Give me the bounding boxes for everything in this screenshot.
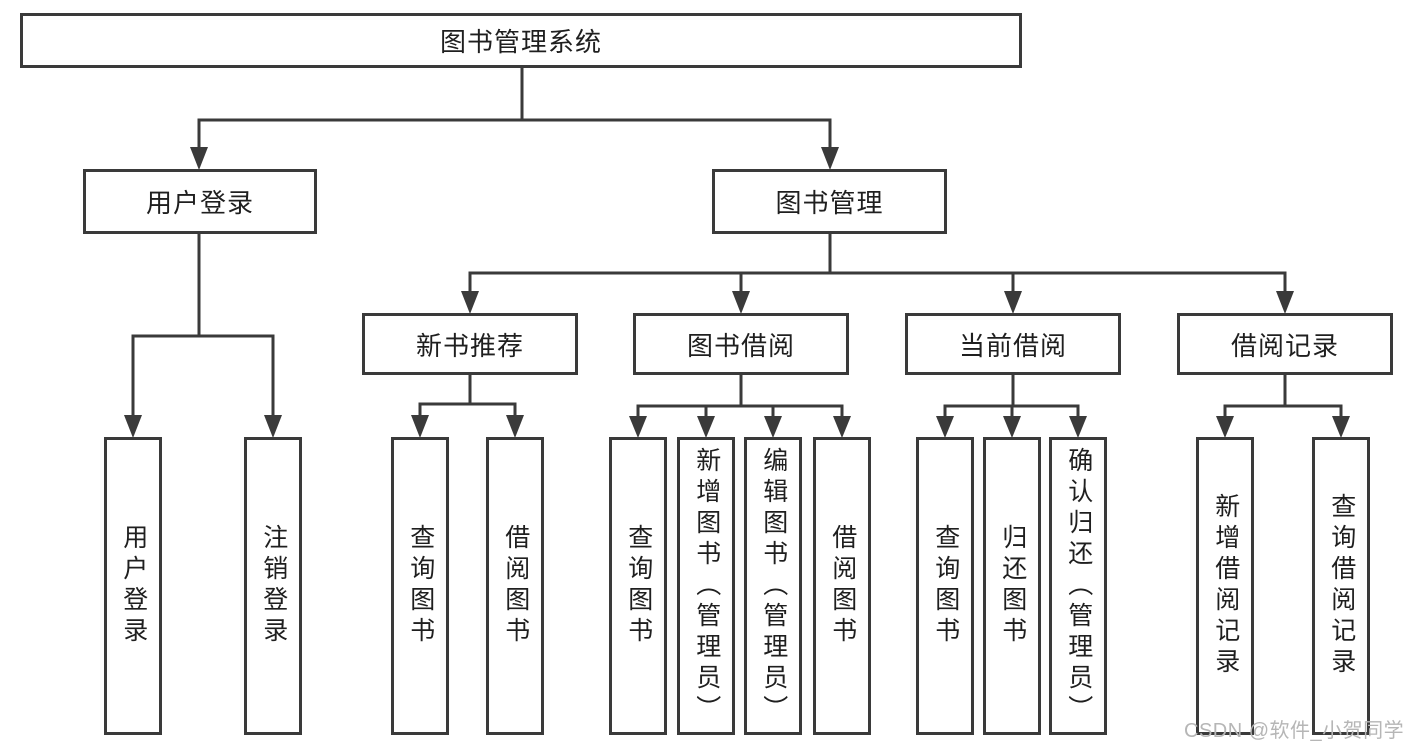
node-label: 用户登录 <box>145 188 254 218</box>
node-book-borrow: 图书借阅 <box>633 313 849 375</box>
watermark: CSDN @软件_小贺同学 <box>1184 720 1405 742</box>
node-user-login: 用户登录 <box>83 169 317 234</box>
leaf-records-query-record: 查询借阅记录 <box>1312 437 1370 735</box>
node-label: 图书管理系统 <box>439 27 602 57</box>
leaf-records-add-record: 新增借阅记录 <box>1196 437 1254 735</box>
node-new-book-recommend: 新书推荐 <box>362 313 578 375</box>
node-label: 新增借阅记录 <box>1211 493 1240 679</box>
connector-records-children <box>1216 372 1350 438</box>
node-label: 图书借阅 <box>686 330 795 361</box>
node-label: 查询图书 <box>406 524 435 648</box>
leaf-borrow-edit-books: 编辑图书（管理员） <box>744 437 802 735</box>
node-label: 当前借阅 <box>958 330 1067 361</box>
connector-recommend-children <box>411 372 524 438</box>
connector-current-children <box>936 372 1087 438</box>
node-label: 借阅图书 <box>501 524 530 648</box>
leaf-borrow-borrow-books: 借阅图书 <box>813 437 871 735</box>
node-current-borrow: 当前借阅 <box>905 313 1121 375</box>
node-label: 查询图书 <box>624 524 653 648</box>
node-label: 查询图书 <box>931 524 960 648</box>
connector-user-login-children <box>124 230 282 438</box>
leaf-user-login: 用户登录 <box>104 437 162 735</box>
node-label: 借阅记录 <box>1230 330 1339 361</box>
node-label: 借阅图书 <box>828 524 857 648</box>
node-book-management: 图书管理 <box>712 169 947 234</box>
node-label: 确认归还（管理员） <box>1064 446 1093 726</box>
node-label: 编辑图书（管理员） <box>759 446 788 726</box>
connector-borrow-children <box>629 372 851 438</box>
node-label: 新书推荐 <box>415 330 524 361</box>
leaf-recommend-borrow-books: 借阅图书 <box>486 437 544 735</box>
leaf-current-confirm-return: 确认归还（管理员） <box>1049 437 1107 735</box>
node-borrow-records: 借阅记录 <box>1177 313 1393 375</box>
node-label: 归还图书 <box>998 524 1027 648</box>
leaf-current-return-books: 归还图书 <box>983 437 1041 735</box>
node-label: 新增图书（管理员） <box>692 446 721 726</box>
connector-root-to-level2 <box>190 66 839 170</box>
node-label: 注销登录 <box>259 524 288 648</box>
leaf-borrow-query-books: 查询图书 <box>609 437 667 735</box>
node-label: 图书管理 <box>775 188 884 218</box>
leaf-logout: 注销登录 <box>244 437 302 735</box>
node-root: 图书管理系统 <box>20 13 1022 68</box>
leaf-borrow-add-books: 新增图书（管理员） <box>677 437 735 735</box>
leaf-current-query-books: 查询图书 <box>916 437 974 735</box>
connector-book-management-children <box>461 230 1294 314</box>
node-label: 查询借阅记录 <box>1327 493 1356 679</box>
node-label: 用户登录 <box>119 524 148 648</box>
leaf-recommend-query-books: 查询图书 <box>391 437 449 735</box>
